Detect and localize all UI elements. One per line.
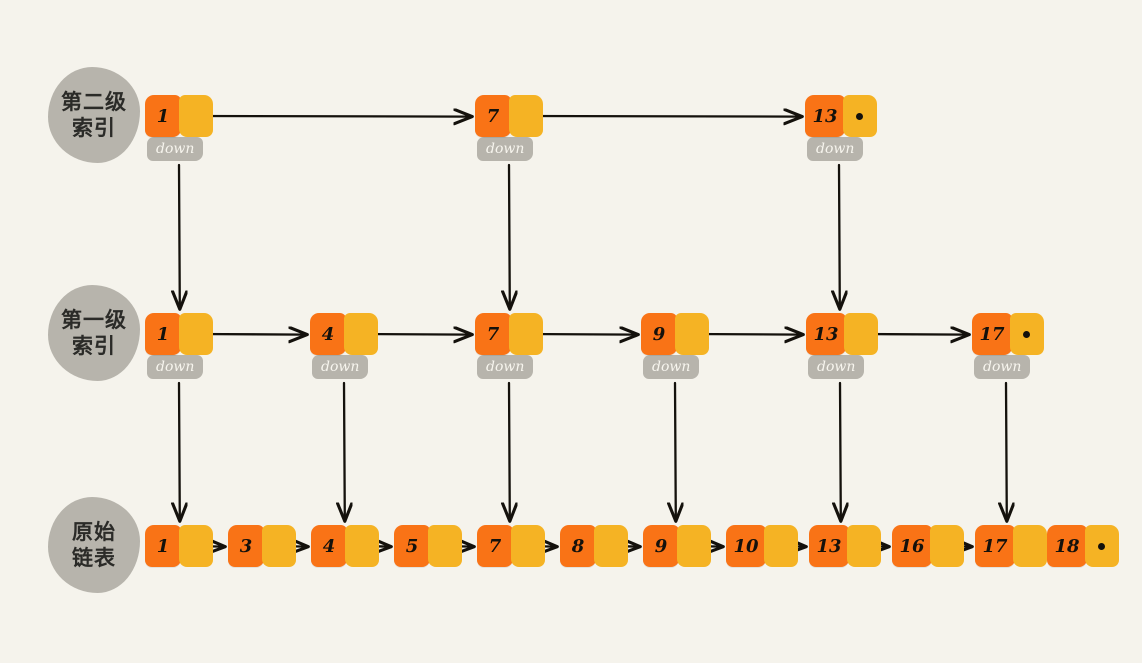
row-label-line1: 第二级 xyxy=(61,89,127,114)
down-arrow-level1-13 xyxy=(840,381,841,519)
node-level1-17[interactable]: 17 xyxy=(972,313,1044,355)
next-arrow-level2-1 xyxy=(193,116,470,117)
node-level1-1[interactable]: 1 xyxy=(145,313,213,355)
node-pointer-cell xyxy=(345,525,379,567)
down-tag-level2-1: down xyxy=(147,137,204,161)
node-key: 8 xyxy=(560,525,596,567)
node-pointer-cell xyxy=(179,95,213,137)
row-label-line2: 索引 xyxy=(72,116,116,140)
node-pointer-cell xyxy=(930,525,964,567)
node-pointer-cell xyxy=(594,525,628,567)
node-level2-13[interactable]: 13 xyxy=(805,95,877,137)
node-key: 16 xyxy=(892,525,932,567)
node-pointer-cell xyxy=(677,525,711,567)
down-arrow-level2-1 xyxy=(179,163,180,307)
node-level1-13[interactable]: 13 xyxy=(806,313,878,355)
node-original-10[interactable]: 10 xyxy=(726,525,798,567)
null-pointer-dot xyxy=(1098,543,1105,550)
node-key: 17 xyxy=(975,525,1015,567)
row-label-line2: 链表 xyxy=(72,546,116,570)
down-tag-level1-9: down xyxy=(643,355,700,379)
down-arrow-level1-17 xyxy=(1006,381,1007,519)
node-original-17[interactable]: 17 xyxy=(975,525,1047,567)
node-pointer-cell xyxy=(509,313,543,355)
down-arrow-level1-1 xyxy=(179,381,180,519)
node-original-4[interactable]: 4 xyxy=(311,525,379,567)
row-label-line2: 索引 xyxy=(72,334,116,358)
node-pointer-cell xyxy=(511,525,545,567)
node-pointer-cell xyxy=(509,95,543,137)
node-key: 4 xyxy=(311,525,347,567)
node-key: 13 xyxy=(805,95,845,137)
node-pointer-cell xyxy=(843,95,877,137)
node-key: 5 xyxy=(394,525,430,567)
down-arrow-level1-7 xyxy=(509,381,510,519)
down-tag-level1-17: down xyxy=(974,355,1031,379)
row-label-level2: 第二级索引 xyxy=(48,67,140,163)
down-tag-level1-4: down xyxy=(312,355,369,379)
node-original-7[interactable]: 7 xyxy=(477,525,545,567)
node-key: 10 xyxy=(726,525,766,567)
down-arrow-level2-13 xyxy=(839,163,840,307)
down-tag-level1-7: down xyxy=(477,355,534,379)
node-original-18[interactable]: 18 xyxy=(1047,525,1119,567)
node-level2-7[interactable]: 7 xyxy=(475,95,543,137)
node-key: 7 xyxy=(475,95,511,137)
node-key: 13 xyxy=(809,525,849,567)
node-key: 9 xyxy=(643,525,679,567)
null-pointer-dot xyxy=(856,113,863,120)
row-label-original: 原始链表 xyxy=(48,497,140,593)
down-tag-level1-13: down xyxy=(808,355,865,379)
node-pointer-cell xyxy=(1085,525,1119,567)
node-key: 3 xyxy=(228,525,264,567)
node-pointer-cell xyxy=(428,525,462,567)
node-original-13[interactable]: 13 xyxy=(809,525,881,567)
node-original-3[interactable]: 3 xyxy=(228,525,296,567)
row-label-blob xyxy=(48,497,140,593)
node-pointer-cell xyxy=(179,313,213,355)
next-arrow-level2-7 xyxy=(523,116,800,117)
node-key: 4 xyxy=(310,313,346,355)
node-level1-4[interactable]: 4 xyxy=(310,313,378,355)
null-pointer-dot xyxy=(1023,331,1030,338)
node-pointer-cell xyxy=(344,313,378,355)
row-label-line1: 第一级 xyxy=(61,307,127,332)
row-label-blob xyxy=(48,285,140,381)
row-label-level1: 第一级索引 xyxy=(48,285,140,381)
down-tag-level2-7: down xyxy=(477,137,534,161)
node-key: 7 xyxy=(475,313,511,355)
node-pointer-cell xyxy=(847,525,881,567)
node-level1-9[interactable]: 9 xyxy=(641,313,709,355)
node-original-1[interactable]: 1 xyxy=(145,525,213,567)
node-key: 1 xyxy=(145,95,181,137)
down-tag-level2-13: down xyxy=(807,137,864,161)
node-key: 1 xyxy=(145,313,181,355)
row-label-line1: 原始 xyxy=(72,519,116,544)
down-arrow-level1-4 xyxy=(344,381,345,519)
node-level1-7[interactable]: 7 xyxy=(475,313,543,355)
down-arrow-level1-9 xyxy=(675,381,676,519)
node-pointer-cell xyxy=(844,313,878,355)
down-tag-level1-1: down xyxy=(147,355,204,379)
node-level2-1[interactable]: 1 xyxy=(145,95,213,137)
node-key: 17 xyxy=(972,313,1012,355)
node-key: 13 xyxy=(806,313,846,355)
node-pointer-cell xyxy=(675,313,709,355)
node-key: 1 xyxy=(145,525,181,567)
node-pointer-cell xyxy=(764,525,798,567)
node-pointer-cell xyxy=(262,525,296,567)
node-key: 9 xyxy=(641,313,677,355)
node-original-5[interactable]: 5 xyxy=(394,525,462,567)
row-label-blob xyxy=(48,67,140,163)
node-pointer-cell xyxy=(1013,525,1047,567)
node-pointer-cell xyxy=(1010,313,1044,355)
down-arrow-level2-7 xyxy=(509,163,510,307)
node-key: 18 xyxy=(1047,525,1087,567)
node-key: 7 xyxy=(477,525,513,567)
node-pointer-cell xyxy=(179,525,213,567)
node-original-16[interactable]: 16 xyxy=(892,525,964,567)
node-original-8[interactable]: 8 xyxy=(560,525,628,567)
node-original-9[interactable]: 9 xyxy=(643,525,711,567)
